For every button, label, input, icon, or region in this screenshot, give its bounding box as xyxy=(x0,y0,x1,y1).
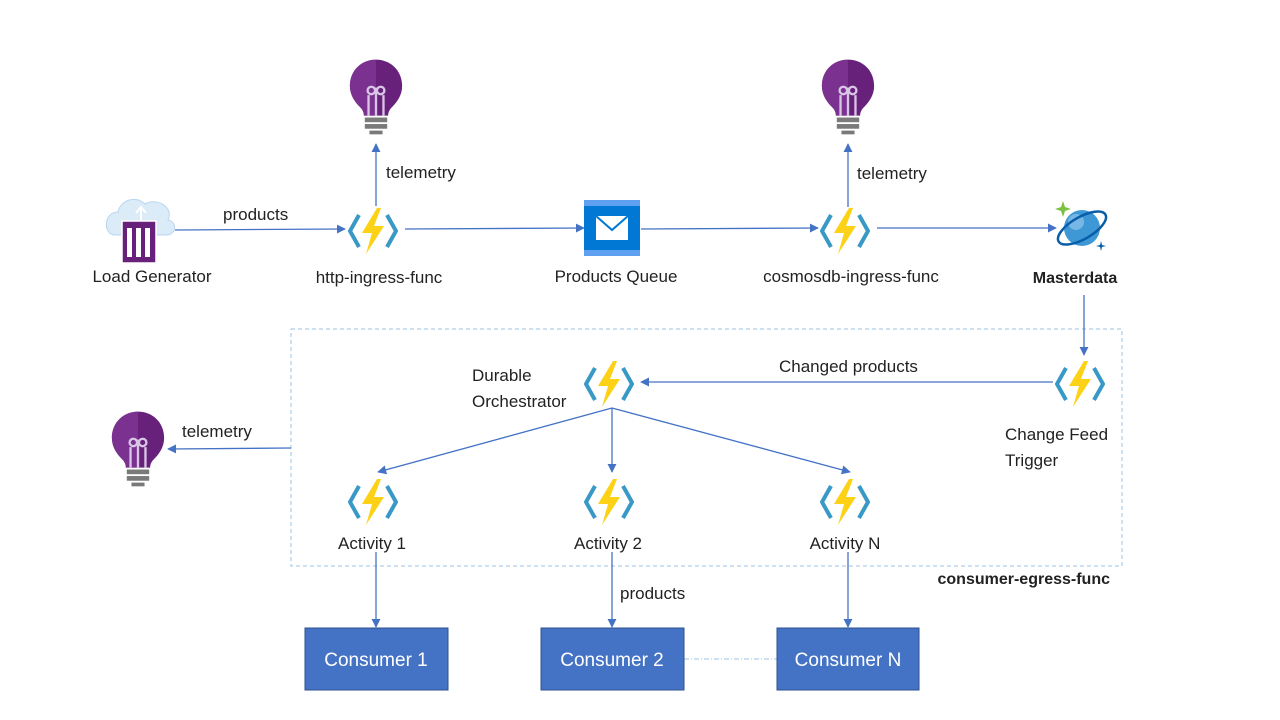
products-queue-label: Products Queue xyxy=(555,267,678,286)
arrow-orch-to-activity1 xyxy=(377,407,613,475)
consumer-egress-group xyxy=(290,328,1123,567)
cosmosdb-ingress-func-label: cosmosdb-ingress-func xyxy=(763,267,939,286)
activity-n-label: Activity N xyxy=(810,534,881,553)
azure-function-icon xyxy=(820,206,870,256)
activity-2-label: Activity 2 xyxy=(574,534,642,553)
storage-queue-icon xyxy=(584,200,640,256)
durable-orchestrator-label-line2: Orchestrator xyxy=(472,392,567,411)
consumer-box: Consumer N xyxy=(776,627,920,691)
azure-function-icon xyxy=(820,477,870,527)
application-insights-icon xyxy=(820,58,876,136)
edge-label-telemetry: telemetry xyxy=(182,422,252,441)
azure-function-icon xyxy=(584,477,634,527)
connectors xyxy=(167,143,1089,628)
container-instance-icon xyxy=(105,198,175,264)
consumer-box: Consumer 1 xyxy=(304,627,449,691)
azure-function-icon xyxy=(348,206,398,256)
edge-label-changed-products: Changed products xyxy=(779,357,918,376)
consumer-label: Consumer 2 xyxy=(560,650,664,671)
cosmos-db-icon xyxy=(1055,201,1108,251)
http-ingress-func-label: http-ingress-func xyxy=(316,268,443,287)
application-insights-icon xyxy=(110,410,166,488)
consumer-label: Consumer 1 xyxy=(324,650,428,671)
load-generator-label: Load Generator xyxy=(92,267,211,286)
durable-orchestrator-label-line1: Durable xyxy=(472,366,532,385)
consumer-box: Consumer 2 xyxy=(540,627,685,691)
consumer-label: Consumer N xyxy=(795,650,902,671)
azure-function-icon xyxy=(348,477,398,527)
application-insights-icon xyxy=(348,58,404,136)
arrow-queue-to-cosmosfunc xyxy=(640,223,819,233)
masterdata-label: Masterdata xyxy=(1033,270,1118,287)
edge-label-telemetry: telemetry xyxy=(857,164,927,183)
arrow-group-telemetry xyxy=(167,444,292,454)
azure-function-icon xyxy=(1055,359,1105,409)
consumer-egress-func-label: consumer-egress-func xyxy=(938,571,1111,588)
arrow-orch-to-activityN xyxy=(611,407,851,475)
edge-label-telemetry: telemetry xyxy=(386,163,456,182)
edge-label-products: products xyxy=(223,205,288,224)
change-feed-trigger-label-line1: Change Feed xyxy=(1005,425,1108,444)
activity-1-label: Activity 1 xyxy=(338,534,406,553)
azure-function-icon xyxy=(584,359,634,409)
arrow-load-to-http xyxy=(174,224,346,234)
arrow-http-to-queue xyxy=(404,223,585,233)
change-feed-trigger-label-line2: Trigger xyxy=(1005,451,1059,470)
edge-label-products: products xyxy=(620,584,685,603)
